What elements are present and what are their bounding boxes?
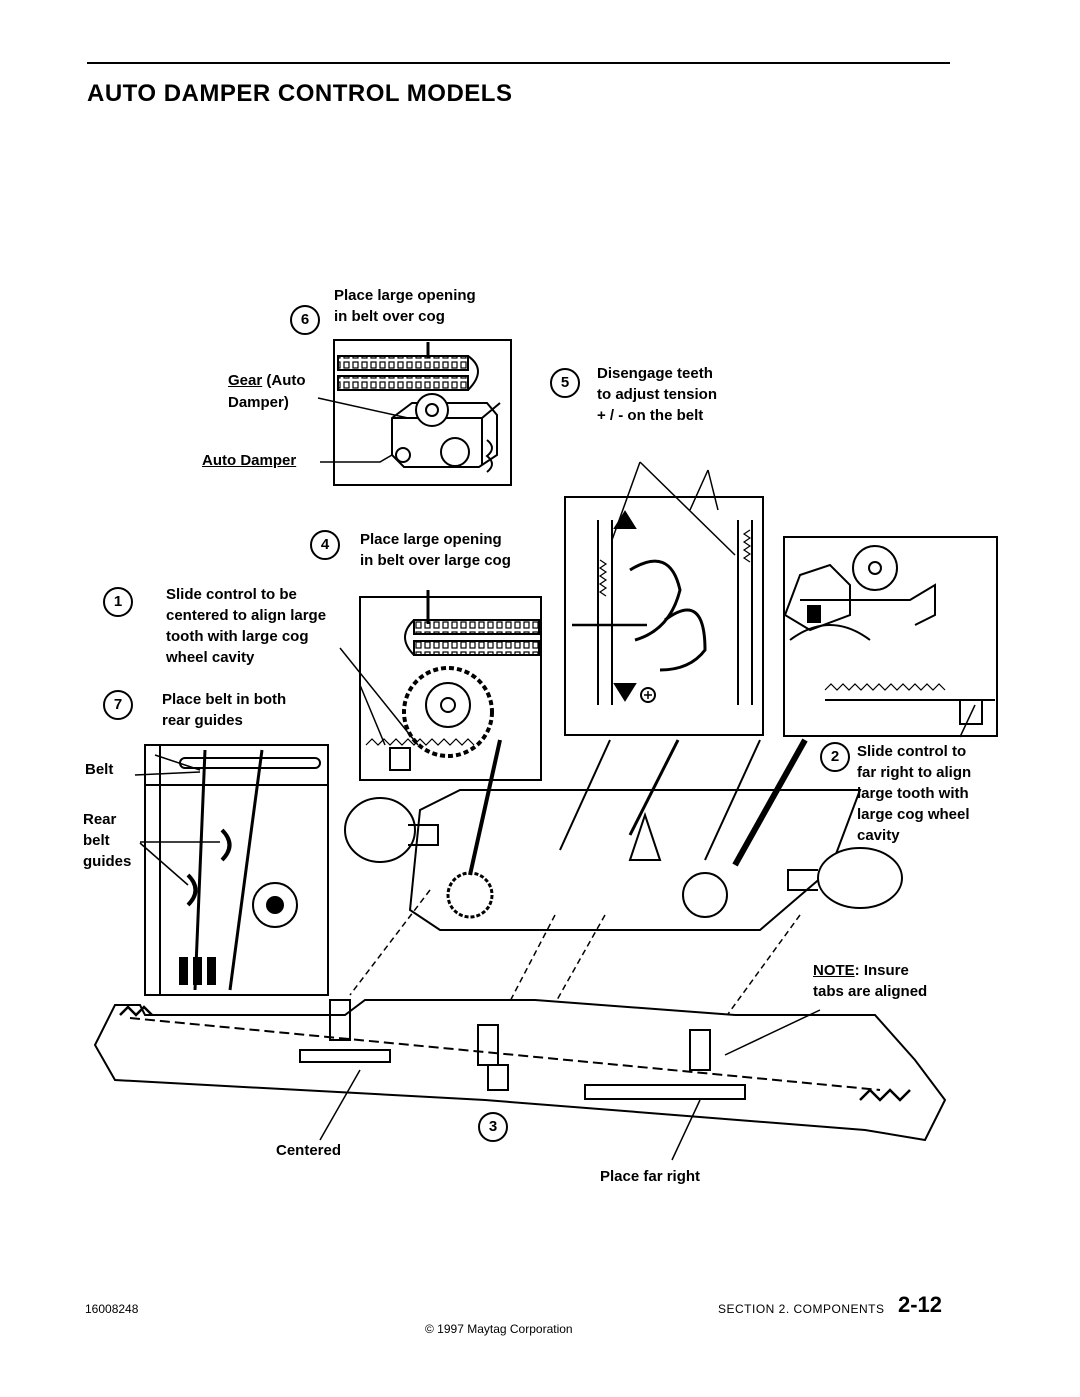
page-title: AUTO DAMPER CONTROL MODELS xyxy=(87,80,513,107)
centered-label: Centered xyxy=(276,1142,342,1159)
copyright: © 1997 Maytag Corporation xyxy=(425,1322,573,1336)
lamp-housing xyxy=(344,738,903,931)
step-6-text-line2: in belt over cog xyxy=(334,308,445,325)
rear-belt-guides-label: Rear belt guides xyxy=(83,811,132,870)
slide-control-bar xyxy=(93,999,947,1161)
inset-large-cog xyxy=(339,590,542,781)
gear-label-word: Gear xyxy=(228,372,263,389)
inset-rear-guides xyxy=(134,744,329,996)
step-5-text: Disengage teeth to adjust tension + / - … xyxy=(597,365,717,424)
belt-label: Belt xyxy=(85,761,114,778)
leaders-step6 xyxy=(317,397,409,463)
page-number: 2-12 xyxy=(898,1292,943,1317)
auto-damper-label: Auto Damper xyxy=(202,452,297,469)
note-label: NOTE: Insure xyxy=(813,960,909,981)
step-4-badge: 4 xyxy=(310,530,340,560)
step-4-text: Place large opening in belt over large c… xyxy=(360,531,511,569)
gear-label: Gear (Auto xyxy=(228,370,306,391)
step-7-text: Place belt in both rear guides xyxy=(162,691,287,729)
step-2-badge: 2 xyxy=(820,742,850,772)
section-label: SECTION 2. COMPONENTS xyxy=(718,1302,885,1316)
note-rest: : Insure xyxy=(854,962,909,979)
step-6-text-line1: Place large opening xyxy=(334,287,476,304)
step-1-badge: 1 xyxy=(103,587,133,617)
step-5-badge: 5 xyxy=(550,368,580,398)
step-6-badge: 6 xyxy=(290,305,320,335)
inset-belt-over-cog xyxy=(333,339,512,486)
inset-far-right xyxy=(783,536,998,738)
header-rule xyxy=(87,62,950,64)
step-3-badge: 3 xyxy=(478,1112,508,1142)
gear-label-line2: Damper) xyxy=(228,394,289,411)
note-label-line2: tabs are aligned xyxy=(813,983,928,1000)
inset-disengage-teeth xyxy=(564,461,764,736)
gear-label-rest: (Auto xyxy=(262,372,306,389)
step-1-text: Slide control to be centered to align la… xyxy=(166,586,327,666)
step-2-text: Slide control to far right to align larg… xyxy=(857,743,972,844)
note-word: NOTE xyxy=(813,962,855,979)
step-7-badge: 7 xyxy=(103,690,133,720)
doc-number: 16008248 xyxy=(85,1302,139,1316)
place-far-right-label: Place far right xyxy=(600,1168,701,1185)
